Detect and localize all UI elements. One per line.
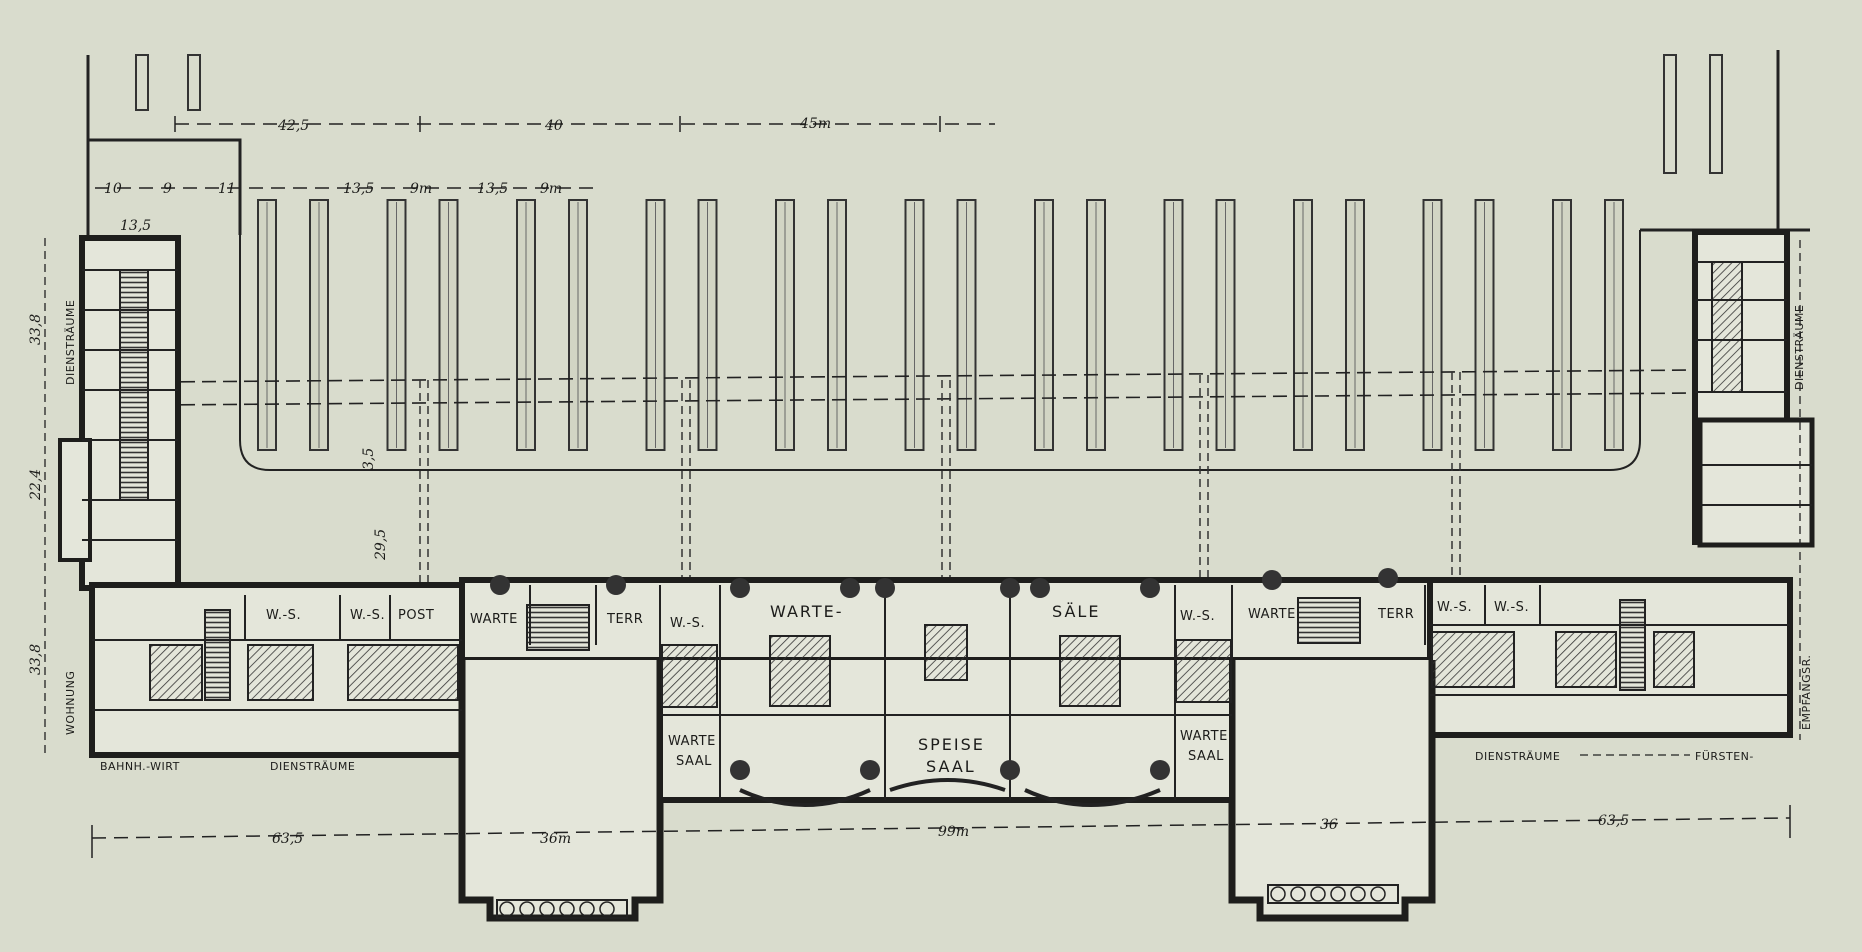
room-warte-right: WARTE xyxy=(1248,607,1296,622)
porch-columns xyxy=(499,886,1386,917)
room-saele-center: SÄLE xyxy=(1052,602,1100,621)
column-base xyxy=(1000,760,1020,780)
column-base xyxy=(1262,570,1282,590)
hatched-areas xyxy=(149,624,1695,708)
room-ws-5: W.-S. xyxy=(1437,600,1472,615)
bottom-dimension-ticks xyxy=(91,805,1791,858)
column-base xyxy=(1150,760,1170,780)
stub-tracks xyxy=(135,54,1723,174)
curved-bays xyxy=(739,778,1161,807)
room-ws-6: W.-S. xyxy=(1494,600,1529,615)
porch-column xyxy=(1330,886,1346,902)
room-wartesaal-left-a: WARTE xyxy=(668,734,716,749)
train-hall-outline xyxy=(239,200,1641,471)
label-right-empfangsr: EMPFANGSR. xyxy=(1800,655,1813,730)
column-base xyxy=(730,760,750,780)
dim-bottom-1: 63,5 xyxy=(272,831,303,847)
porch-column xyxy=(1310,886,1326,902)
room-warte-left: WARTE xyxy=(470,612,518,627)
column-base xyxy=(1000,578,1020,598)
column-base xyxy=(1140,578,1160,598)
room-ws-3: W.-S. xyxy=(670,616,705,631)
porch-column xyxy=(579,901,595,917)
spacing-4: 13,5 xyxy=(343,181,374,197)
label-dienstraume-right: DIENSTRÄUME xyxy=(1475,750,1560,763)
room-speise-b: SAAL xyxy=(926,757,976,776)
spacing-6: 13,5 xyxy=(477,181,508,197)
porch-column xyxy=(599,901,615,917)
room-partitions xyxy=(92,585,1790,800)
columns xyxy=(490,568,1398,780)
spacing-7: 9m xyxy=(540,181,562,197)
column-base xyxy=(860,760,880,780)
spacing-3: 11 xyxy=(218,181,236,197)
column-base xyxy=(840,578,860,598)
dim-bottom-5: 63,5 xyxy=(1598,813,1629,829)
column-base xyxy=(1030,578,1050,598)
room-ws-4: W.-S. xyxy=(1180,609,1215,624)
room-ws-1: W.-S. xyxy=(266,608,301,623)
room-terr-left: TERR xyxy=(606,612,643,627)
dim-bottom-4: 36 xyxy=(1320,817,1338,833)
bottom-dimension-line xyxy=(91,817,1791,839)
staircases xyxy=(204,597,1646,701)
room-wartesaal-left-b: SAAL xyxy=(676,754,712,769)
label-left-wohnung: WOHNUNG xyxy=(64,671,77,735)
spacing-2: 9 xyxy=(163,181,172,197)
room-wartesaal-right-b: SAAL xyxy=(1188,749,1224,764)
access-passages xyxy=(419,372,1461,590)
dim-left-h3: 33,8 xyxy=(28,644,44,675)
dim-top-3: 45m xyxy=(799,116,831,132)
label-dienstraume-left: DIENSTRÄUME xyxy=(270,760,355,773)
room-ws-2: W.-S. xyxy=(350,608,385,623)
tracks xyxy=(257,199,1624,451)
column-base xyxy=(875,578,895,598)
column-base xyxy=(730,578,750,598)
dim-bottom-3: 99m xyxy=(938,824,969,840)
column-base xyxy=(1378,568,1398,588)
porch-column xyxy=(499,901,515,917)
column-base xyxy=(490,575,510,595)
transverse-lines xyxy=(159,369,1701,406)
porch-column xyxy=(539,901,555,917)
left-wing xyxy=(58,235,181,591)
dim-platform-depth: 29,5 xyxy=(373,529,389,561)
dim-left-h1: 33,8 xyxy=(28,314,44,345)
dim-top-2: 40 xyxy=(544,118,563,134)
room-terr-right: TERR xyxy=(1377,607,1414,622)
dim-bottom-2: 36m xyxy=(540,831,571,847)
porch-column xyxy=(519,901,535,917)
room-warte-center: WARTE- xyxy=(770,602,844,621)
porch-column xyxy=(1270,886,1286,902)
room-speise-a: SPEISE xyxy=(918,735,985,754)
dim-left-wing-width: 13,5 xyxy=(120,218,151,234)
room-post: POST xyxy=(398,608,434,623)
right-wing xyxy=(1692,229,1815,548)
top-dimensions xyxy=(95,123,995,189)
porch-column xyxy=(559,901,575,917)
room-wartesaal-right-a: WARTE xyxy=(1180,729,1228,744)
column-base xyxy=(606,575,626,595)
dim-platform-gap: 3,5 xyxy=(361,448,377,470)
label-bahnhwirt: BAHNH.-WIRT xyxy=(100,760,180,773)
label-fursten: FÜRSTEN- xyxy=(1695,750,1754,763)
porch-column xyxy=(1350,886,1366,902)
label-left-dienstraume: DIENSTRÄUME xyxy=(64,300,77,385)
top-dimension-ticks xyxy=(174,116,941,132)
spacing-1: 10 xyxy=(104,181,122,197)
porch-column xyxy=(1370,886,1386,902)
dim-top-1: 42,5 xyxy=(277,118,309,134)
entrance-porches xyxy=(496,884,1399,919)
porch-column xyxy=(1290,886,1306,902)
dim-left-h2: 22,4 xyxy=(28,469,44,501)
spacing-5: 9m xyxy=(410,181,432,197)
